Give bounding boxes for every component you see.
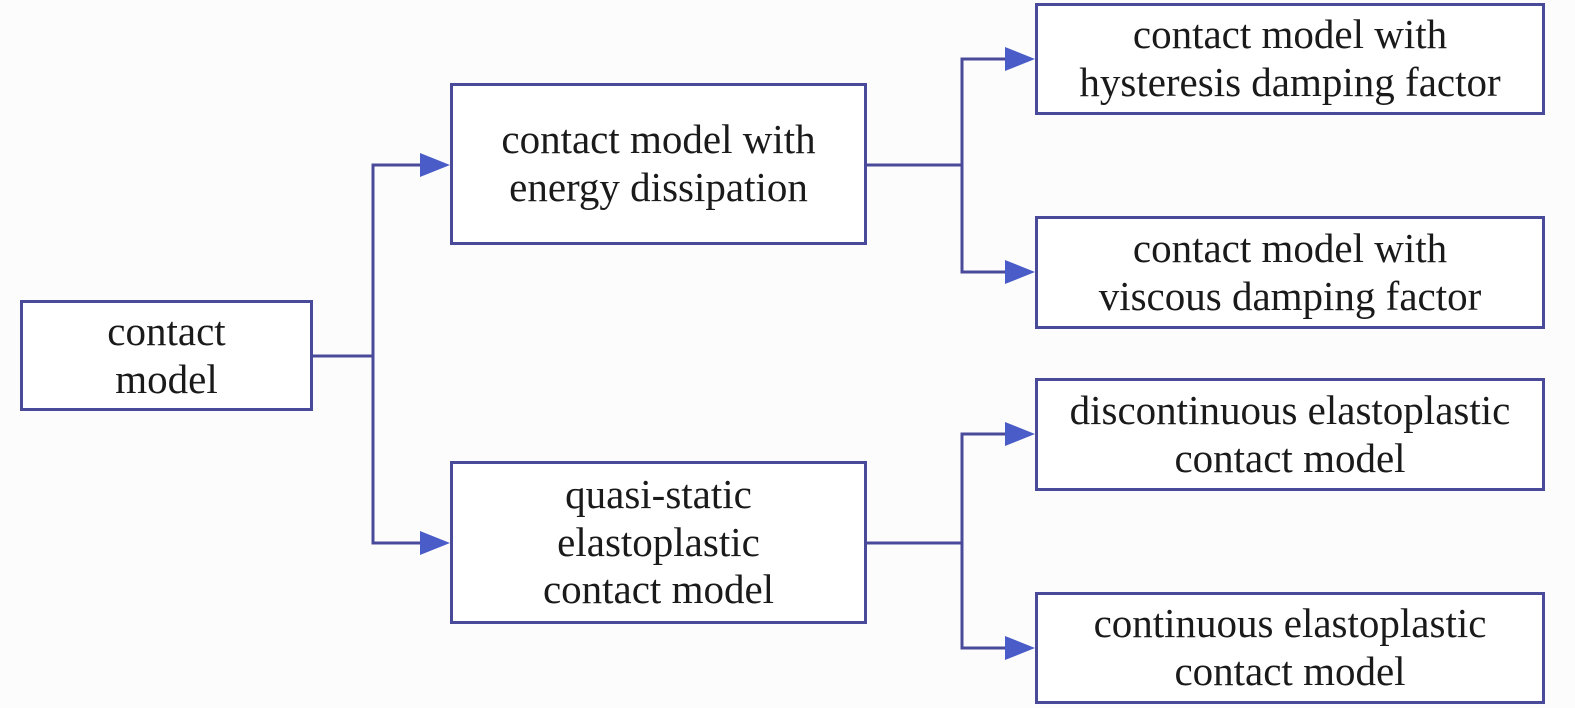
node-contact-model-line-1: contact: [107, 307, 226, 354]
node-discontinuous-line-1: discontinuous elastoplastic: [1069, 386, 1511, 433]
arrowhead-quasi: [420, 531, 450, 555]
node-energy-dissipation-line-1: contact model with: [501, 116, 816, 163]
node-viscous-damping: contact model with viscous damping facto…: [1035, 216, 1545, 329]
edge-root-to-energy: [313, 163, 430, 358]
arrowhead-viscous: [1005, 260, 1035, 284]
node-quasi-static-line-3: contact model: [542, 566, 775, 613]
node-viscous-line-1: contact model with: [1132, 224, 1448, 271]
node-hysteresis-line-1: contact model with: [1132, 11, 1448, 58]
node-energy-dissipation: contact model with energy dissipation: [450, 83, 867, 245]
edge-energy-to-viscous: [960, 165, 1015, 274]
edge-quasi-to-discontinuous: [867, 432, 1015, 545]
node-hysteresis-damping: contact model with hysteresis damping fa…: [1035, 3, 1545, 115]
arrowhead-energy: [420, 153, 450, 177]
edge-root-to-quasi: [371, 356, 430, 545]
arrowhead-discontinuous: [1005, 422, 1035, 446]
node-hysteresis-line-2: hysteresis damping factor: [1079, 59, 1501, 105]
edge-energy-to-hysteresis: [867, 57, 1015, 167]
node-contact-model-line-2: model: [115, 355, 218, 402]
arrowhead-hysteresis: [1005, 47, 1035, 71]
node-viscous-line-2: viscous damping factor: [1098, 272, 1482, 319]
node-contact-model: contact model: [20, 300, 313, 411]
node-discontinuous-elastoplastic: discontinuous elastoplastic contact mode…: [1035, 378, 1545, 491]
arrowhead-continuous: [1005, 636, 1035, 660]
edge-quasi-to-continuous: [960, 543, 1015, 650]
node-continuous-line-2: contact model: [1174, 648, 1406, 694]
node-energy-dissipation-line-2: energy dissipation: [509, 164, 808, 210]
node-continuous-line-1: continuous elastoplastic: [1093, 600, 1487, 647]
node-continuous-elastoplastic: continuous elastoplastic contact model: [1035, 592, 1545, 704]
node-discontinuous-line-2: contact model: [1174, 434, 1406, 481]
node-quasi-static-line-2: elastoplastic: [557, 518, 760, 565]
node-quasi-static-line-1: quasi-static: [565, 471, 752, 518]
node-quasi-static-elastoplastic: quasi-static elastoplastic contact model: [450, 461, 867, 624]
